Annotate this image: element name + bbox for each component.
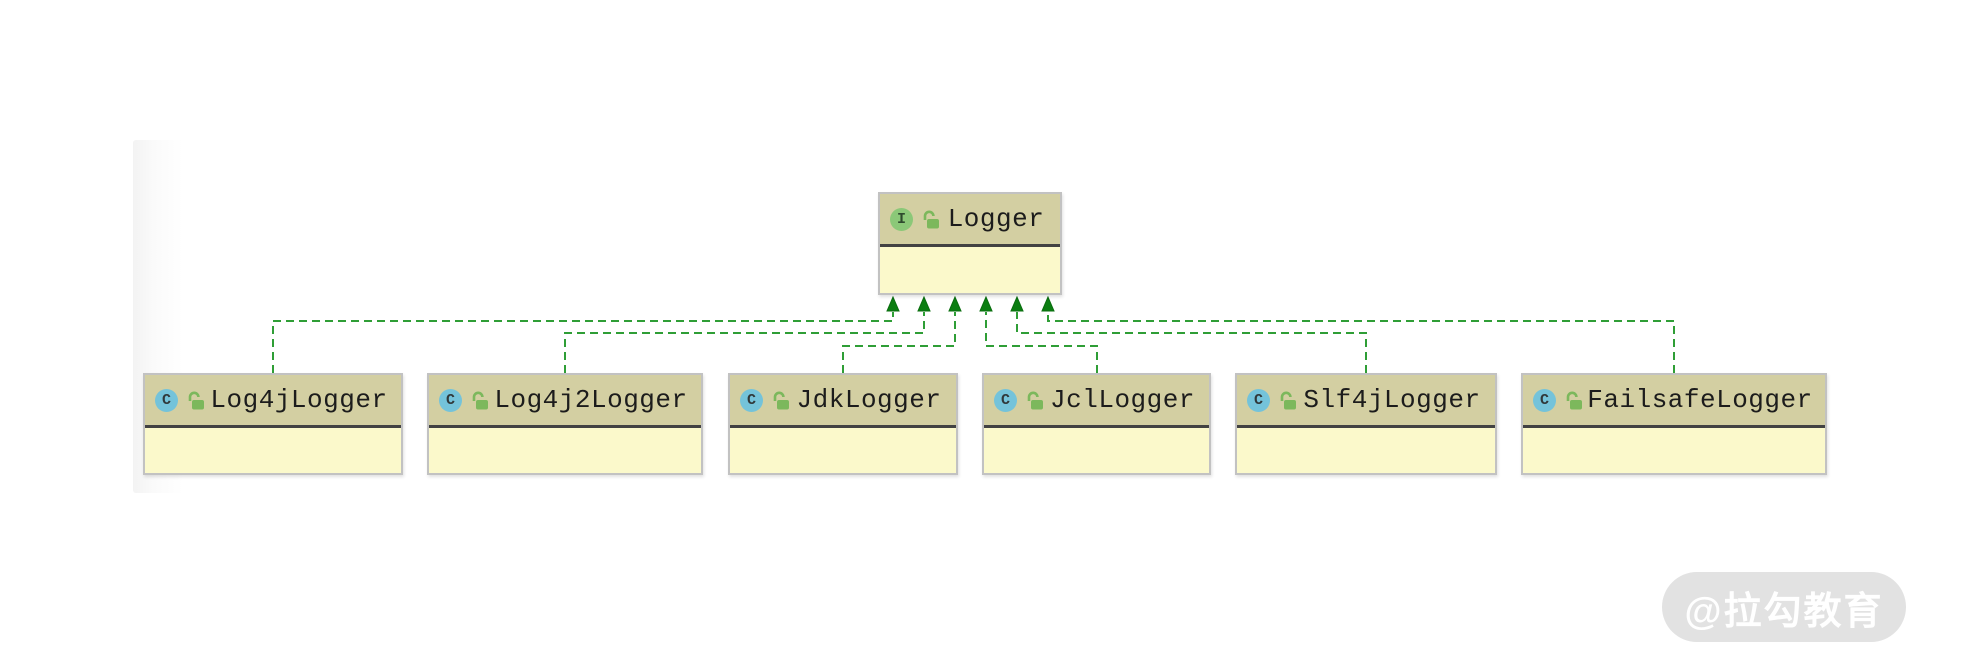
uml-node-failsafelogger[interactable]: C FailsafeLogger	[1521, 373, 1827, 475]
watermark-badge: @拉勾教育	[1662, 572, 1906, 642]
implements-edge-slf4jlogger	[1016, 312, 1367, 373]
arrowhead-icon	[1041, 295, 1055, 312]
uml-node-header: C JdkLogger	[730, 375, 956, 428]
implements-edge-log4jlogger	[272, 312, 894, 373]
uml-node-log4j2logger[interactable]: C Log4j2Logger	[427, 373, 703, 475]
class-icon: C	[740, 388, 763, 412]
uml-node-title: JclLogger	[1050, 385, 1195, 415]
implements-edge-log4j2logger	[564, 312, 925, 373]
uml-node-body	[1237, 428, 1495, 472]
uml-node-body	[880, 247, 1060, 291]
uml-node-title: Log4jLogger	[210, 385, 388, 415]
class-icon: C	[1533, 388, 1556, 412]
uml-node-body	[429, 428, 701, 472]
uml-node-body	[1523, 428, 1825, 472]
unlocked-icon	[1027, 391, 1043, 410]
uml-node-log4jlogger[interactable]: C Log4jLogger	[143, 373, 403, 475]
class-icon: C	[439, 388, 462, 412]
uml-node-jdklogger[interactable]: C JdkLogger	[728, 373, 958, 475]
uml-node-title: Slf4jLogger	[1303, 385, 1481, 415]
class-icon: C	[155, 388, 178, 412]
uml-node-header: C FailsafeLogger	[1523, 375, 1825, 428]
class-icon: C	[994, 388, 1017, 412]
uml-node-title: Log4j2Logger	[494, 385, 688, 415]
uml-node-header: C JclLogger	[984, 375, 1209, 428]
interface-icon: I	[890, 207, 913, 231]
uml-node-header: C Log4jLogger	[145, 375, 401, 428]
unlocked-icon	[188, 391, 204, 410]
arrowhead-icon	[1010, 295, 1024, 312]
unlocked-icon	[923, 210, 939, 229]
implements-edge-jdklogger	[842, 312, 956, 373]
unlocked-icon	[1566, 391, 1582, 410]
class-icon: C	[1247, 388, 1270, 412]
implements-edge-failsafelogger	[1047, 312, 1675, 373]
uml-node-header: C Log4j2Logger	[429, 375, 701, 428]
arrowhead-icon	[948, 295, 962, 312]
uml-node-header: C Slf4jLogger	[1237, 375, 1495, 428]
uml-node-logger[interactable]: I Logger	[878, 192, 1062, 295]
arrowhead-icon	[979, 295, 993, 312]
uml-node-title: FailsafeLogger	[1587, 385, 1813, 415]
unlocked-icon	[1280, 391, 1296, 410]
uml-node-header: I Logger	[880, 194, 1060, 247]
uml-node-slf4jlogger[interactable]: C Slf4jLogger	[1235, 373, 1497, 475]
uml-node-body	[984, 428, 1209, 472]
unlocked-icon	[773, 391, 789, 410]
arrowhead-icon	[917, 295, 931, 312]
uml-node-title: JdkLogger	[796, 385, 942, 415]
unlocked-icon	[472, 391, 488, 410]
uml-node-jcllogger[interactable]: C JclLogger	[982, 373, 1211, 475]
uml-node-title: Logger	[947, 204, 1045, 234]
uml-node-body	[145, 428, 401, 472]
implements-edge-jcllogger	[985, 312, 1098, 373]
arrowhead-icon	[886, 295, 900, 312]
uml-node-body	[730, 428, 956, 472]
